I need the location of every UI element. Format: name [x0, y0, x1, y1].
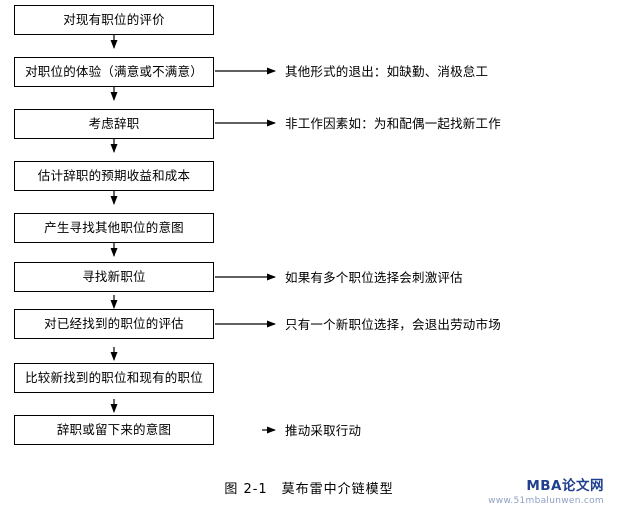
flow-node-1-label: 对现有职位的评价 — [63, 12, 165, 28]
figure-caption: 图 2-1 莫布雷中介链模型 — [224, 482, 394, 497]
side-note-5: 推动采取行动 — [285, 423, 362, 438]
flow-node-5-label: 产生寻找其他职位的意图 — [44, 220, 184, 236]
flow-node-4-label: 估计辞职的预期收益和成本 — [37, 168, 191, 184]
watermark-title: MBA论文网 — [526, 478, 604, 494]
flow-node-1: 对现有职位的评价 — [14, 5, 214, 35]
side-note-4: 只有一个新职位选择，会退出劳动市场 — [285, 317, 501, 332]
flow-node-2: 对职位的体验（满意或不满意） — [14, 57, 214, 87]
flow-node-3-label: 考虑辞职 — [88, 116, 140, 132]
flow-node-2-label: 对职位的体验（满意或不满意） — [25, 64, 203, 80]
flow-node-5: 产生寻找其他职位的意图 — [14, 213, 214, 243]
flow-node-8-label: 比较新找到的职位和现有的职位 — [25, 370, 203, 386]
watermark: MBA论文网 www.51mbalunwen.com — [488, 474, 604, 506]
flow-node-7: 对已经找到的职位的评估 — [14, 309, 214, 339]
flow-node-9: 辞职或留下来的意图 — [14, 415, 214, 445]
flow-node-6-label: 寻找新职位 — [82, 269, 146, 285]
side-note-2: 非工作因素如：为和配偶一起找新工作 — [285, 116, 501, 131]
side-note-3: 如果有多个职位选择会刺激评估 — [285, 270, 463, 285]
flow-node-6: 寻找新职位 — [14, 262, 214, 292]
flow-node-8: 比较新找到的职位和现有的职位 — [14, 363, 214, 393]
flow-node-4: 估计辞职的预期收益和成本 — [14, 161, 214, 191]
flow-node-3: 考虑辞职 — [14, 109, 214, 139]
flow-node-7-label: 对已经找到的职位的评估 — [44, 316, 184, 332]
flow-node-9-label: 辞职或留下来的意图 — [56, 422, 172, 438]
watermark-url: www.51mbalunwen.com — [488, 496, 604, 506]
side-note-1: 其他形式的退出：如缺勤、消极怠工 — [285, 64, 489, 79]
